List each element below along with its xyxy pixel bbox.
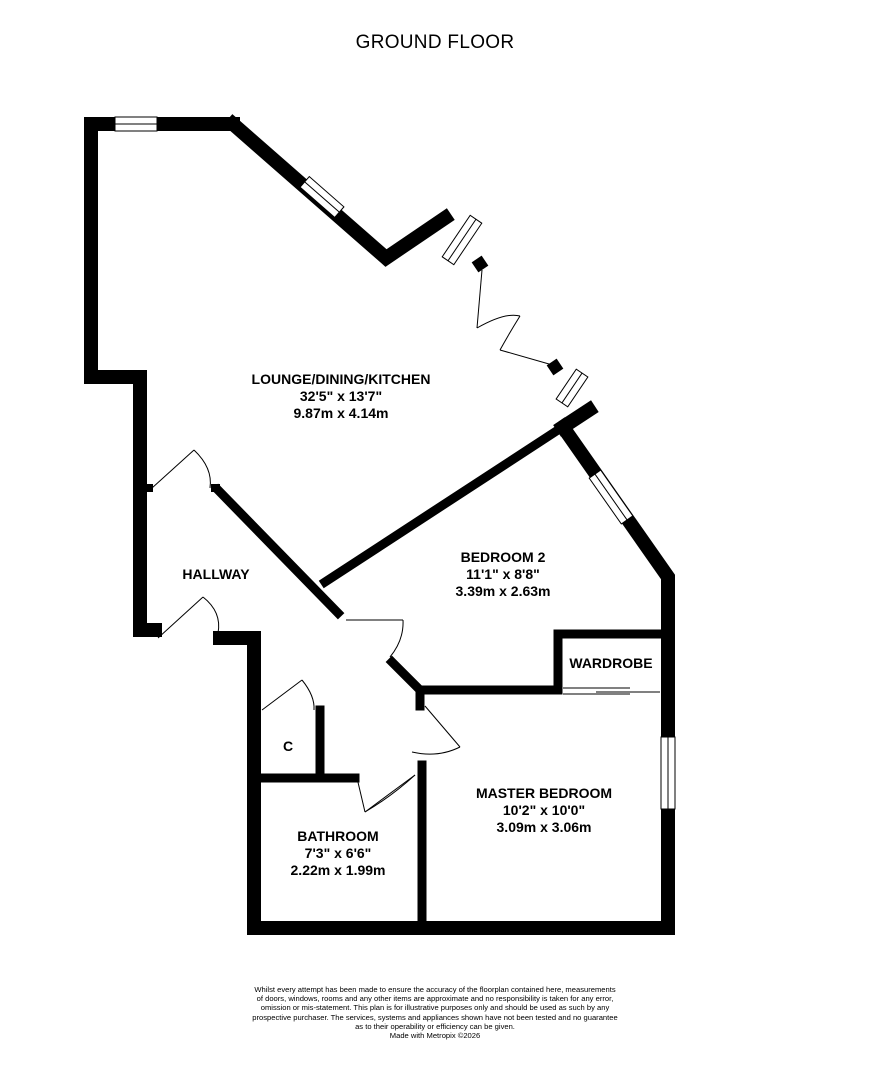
room-imperial: 7'3" x 6'6" [304, 845, 372, 861]
label-cupboard: C [283, 738, 293, 755]
label-bedroom2: BEDROOM 2 11'1" x 8'8" 3.39m x 2.63m [456, 549, 551, 600]
door-cupboard [261, 679, 315, 711]
disclaimer-line: as to their operability or efficiency ca… [355, 1021, 515, 1031]
wall-stub-lounge-door [144, 484, 153, 492]
door-bedroom2 [346, 619, 404, 658]
wall-hall-lounge [211, 483, 345, 620]
room-metric: 3.09m x 3.06m [496, 819, 592, 835]
label-lounge: LOUNGE/DINING/KITCHEN 32'5" x 13'7" 9.87… [252, 371, 431, 422]
door-lounge-hall [151, 449, 211, 489]
windows [114, 116, 676, 810]
room-name: C [282, 738, 294, 754]
label-master-bedroom: MASTER BEDROOM 10'2" x 10'0" 3.09m x 3.0… [476, 785, 612, 836]
room-name: MASTER BEDROOM [475, 785, 613, 801]
label-hallway: HALLWAY [182, 566, 249, 583]
wall-lounge-outer [84, 117, 240, 637]
room-name: LOUNGE/DINING/KITCHEN [251, 371, 431, 387]
disclaimer: Whilst every attempt has been made to en… [195, 985, 675, 1040]
interior-walls [211, 423, 673, 933]
bay-jambs [471, 255, 564, 376]
room-imperial: 10'2" x 10'0" [502, 802, 586, 818]
room-metric: 9.87m x 4.14m [293, 405, 389, 421]
disclaimer-line: Whilst every attempt has been made to en… [254, 985, 616, 994]
label-wardrobe: WARDROBE [569, 655, 652, 672]
wall-master-north [385, 629, 673, 695]
window-bay-2 [555, 368, 589, 408]
wall-lounge-diagonal [223, 114, 455, 267]
label-bathroom: BATHROOM 7'3" x 6'6" 2.22m x 1.99m [291, 828, 386, 879]
door-master [411, 705, 461, 755]
room-imperial: 11'1" x 8'8" [466, 566, 540, 582]
disclaimer-line: omission or mis-statement. This plan is … [260, 1003, 610, 1013]
door-bay-french [476, 269, 557, 367]
disclaimer-line: of doors, windows, rooms and any other i… [256, 994, 614, 1004]
floor-title: GROUND FLOOR [355, 32, 515, 53]
window-bay-1 [441, 214, 483, 266]
window-bedroom2 [588, 469, 634, 525]
disclaimer-credit: Made with Metropix ©2026 [389, 1031, 481, 1041]
wall-bedroom2-east [213, 417, 675, 935]
door-bathroom [356, 774, 416, 813]
wall-bedroom2-lounge [318, 423, 565, 589]
door-wardrobe-sliding [563, 687, 660, 695]
room-imperial: 32'5" x 13'7" [299, 388, 383, 404]
wall-stub-hall-door [211, 484, 220, 492]
room-name: HALLWAY [182, 566, 250, 582]
room-name: WARDROBE [569, 655, 653, 671]
disclaimer-line: prospective purchaser. The services, sys… [252, 1012, 618, 1022]
window-lounge-diagonal [299, 175, 345, 219]
room-name: BEDROOM 2 [460, 549, 546, 565]
room-name: BATHROOM [297, 828, 379, 844]
doors [151, 269, 660, 813]
door-hall-entrance [157, 596, 220, 639]
room-metric: 2.22m x 1.99m [290, 862, 386, 878]
room-metric: 3.39m x 2.63m [455, 583, 551, 599]
